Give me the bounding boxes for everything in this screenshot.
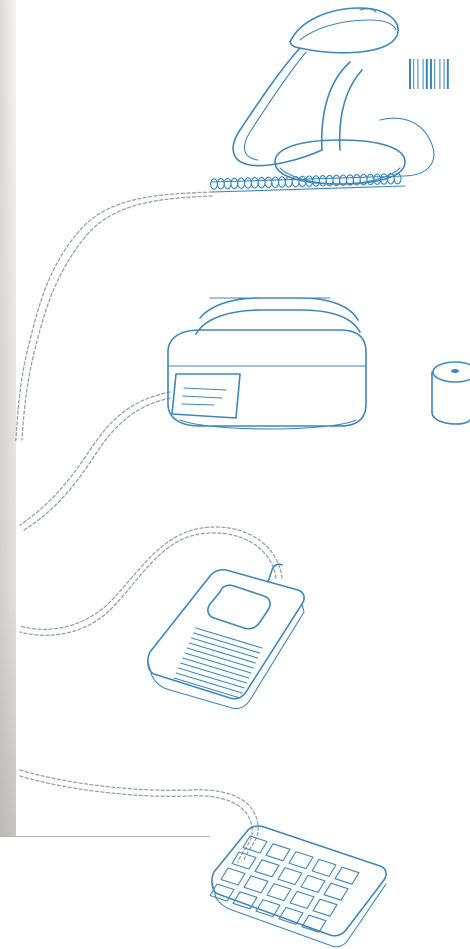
cord-coil: [258, 177, 265, 187]
keypad-key: [289, 852, 313, 869]
label-printer-icon: [168, 298, 366, 429]
pedal-groove: [176, 673, 242, 693]
cord-coil: [217, 179, 224, 189]
keypad-key: [267, 884, 291, 901]
cord-coil: [313, 176, 320, 186]
pedal-body: [148, 570, 304, 699]
cord-coil: [272, 177, 279, 187]
barcode-bar: [434, 59, 435, 89]
paper-roll-icon: [432, 362, 470, 424]
keypad-key: [301, 875, 325, 892]
barcode-icon: [409, 59, 449, 89]
numeric-keypad-icon: [210, 826, 386, 947]
keypad-key: [335, 867, 359, 884]
keypad-key: [266, 844, 290, 861]
keypad-key: [255, 860, 279, 877]
scanner-cable-2: [22, 196, 212, 440]
printer-lid: [200, 298, 358, 320]
pedal-groove: [194, 633, 260, 653]
printer-label: [172, 374, 240, 418]
pedal-cable-2: [20, 527, 282, 629]
barcode-bar: [426, 59, 428, 89]
pedal-groove: [192, 638, 258, 658]
scanner-handle: [233, 48, 322, 166]
barcode-bar: [423, 59, 424, 89]
pedal-cable: [20, 533, 276, 635]
printer-cable: [20, 392, 170, 525]
cord-coil: [245, 178, 252, 188]
barcode-bar: [430, 59, 432, 89]
keypad-key: [243, 836, 267, 853]
barcode-bar: [444, 59, 445, 89]
cord-coil: [224, 178, 231, 188]
foot-pedal-icon: [148, 564, 304, 708]
pedal-groove: [189, 643, 255, 663]
scanner-neck: [322, 62, 362, 150]
barcode-scanner-icon: [211, 8, 434, 192]
barcode-bar: [409, 59, 411, 89]
barcode-bar: [417, 59, 418, 89]
cord-coil: [211, 179, 218, 189]
pedal-groove: [185, 653, 251, 673]
keypad-key: [221, 868, 245, 885]
keypad-key: [278, 868, 302, 885]
keypad-key: [290, 891, 314, 908]
barcode-bar: [413, 59, 414, 89]
printer-body: [168, 330, 366, 426]
keypad-key: [244, 876, 268, 893]
pedal-groove: [181, 663, 247, 683]
keypad-cable: [20, 770, 258, 860]
cord-coil: [251, 178, 258, 188]
scanner-cable: [16, 192, 212, 440]
cord-coil: [279, 177, 286, 187]
cables: [16, 192, 282, 862]
cord-coil: [319, 176, 326, 186]
scanner-head: [290, 8, 398, 53]
pedal-groove: [196, 628, 262, 648]
keypad-key: [279, 907, 303, 924]
keypad-key: [324, 883, 348, 900]
keypad-key: [256, 900, 280, 917]
barcode-bar: [447, 59, 449, 89]
cord-coil: [265, 177, 272, 187]
pedal-groove: [174, 678, 240, 698]
pedal-groove: [183, 658, 249, 678]
pedal-groove: [187, 648, 253, 668]
keypad-key: [313, 899, 337, 916]
cord-coil: [238, 178, 245, 188]
cord-coil: [231, 178, 238, 188]
barcode-bar: [439, 59, 440, 89]
pedal-top: [208, 585, 270, 629]
printer-cable-2: [24, 398, 170, 530]
keypad-key: [232, 852, 256, 869]
keypad-key: [312, 859, 336, 876]
